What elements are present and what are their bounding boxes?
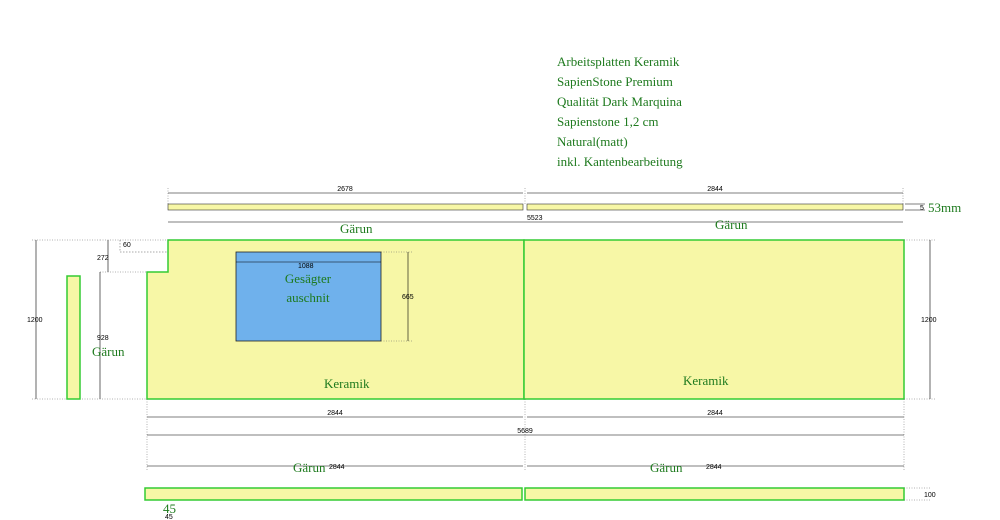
- note-line-6: inkl. Kantenbearbeitung: [557, 154, 683, 169]
- dim-top-left: 2678: [337, 186, 353, 193]
- dim-cutout-w: 1088: [298, 263, 314, 270]
- note-line-2: SapienStone Premium: [557, 74, 673, 89]
- sink-cutout: [235, 251, 382, 342]
- dim-strip-small: 5: [920, 205, 924, 212]
- dim-lower-right: 2844: [706, 464, 722, 471]
- dim-notch-w: 60: [123, 242, 131, 249]
- slab-right: [523, 239, 905, 400]
- dim-bottom-small: 45: [165, 514, 173, 520]
- top-dimension: 2678 2844: [167, 186, 904, 204]
- dim-top-right: 2844: [707, 186, 723, 193]
- dim-bottom-strip-note: 45: [163, 501, 176, 516]
- note-line-3: Qualität Dark Marquina: [557, 94, 682, 109]
- dim-cutout-h: 665: [402, 294, 414, 301]
- bottom-strip-right: [524, 487, 905, 501]
- side-strip: [66, 275, 81, 400]
- dim-notch-h: 272: [97, 255, 109, 262]
- dim-bottom-strip-h: 100: [924, 492, 936, 499]
- cutout-label-1: Gesägter: [285, 271, 332, 286]
- note-line-5: Natural(matt): [557, 134, 628, 149]
- dim-bottom-right: 2844: [707, 410, 723, 417]
- dim-left-height: 1200: [27, 317, 43, 324]
- label-keramik-left: Keramik: [324, 376, 370, 391]
- label-keramik-right: Keramik: [683, 373, 729, 388]
- spec-notes: Arbeitsplatten Keramik SapienStone Premi…: [557, 54, 683, 169]
- cutout-label-2: auschnit: [286, 290, 330, 305]
- dim-right-height: 1200: [921, 317, 937, 324]
- dim-bottom-left: 2844: [327, 410, 343, 417]
- bottom-strip-left: [144, 487, 523, 501]
- dim-mid-overall: 5523: [527, 215, 543, 222]
- dim-bottom-overall: 5689: [517, 428, 533, 435]
- top-strip-right: [526, 203, 904, 211]
- label-garun-bottom-right: Gärun: [650, 460, 683, 475]
- dim-thickness: 53mm: [928, 200, 961, 215]
- label-garun-left: Gärun: [92, 344, 125, 359]
- label-garun-bottom-left: Gärun: [293, 460, 326, 475]
- top-strip-left: [167, 203, 524, 211]
- dim-left-lower: 928: [97, 335, 109, 342]
- label-garun-top-right: Gärun: [715, 217, 748, 232]
- note-line-1: Arbeitsplatten Keramik: [557, 54, 680, 69]
- label-garun-top: Gärun: [340, 221, 373, 236]
- note-line-4: Sapienstone 1,2 cm: [557, 114, 658, 129]
- dim-lower-left: 2844: [329, 464, 345, 471]
